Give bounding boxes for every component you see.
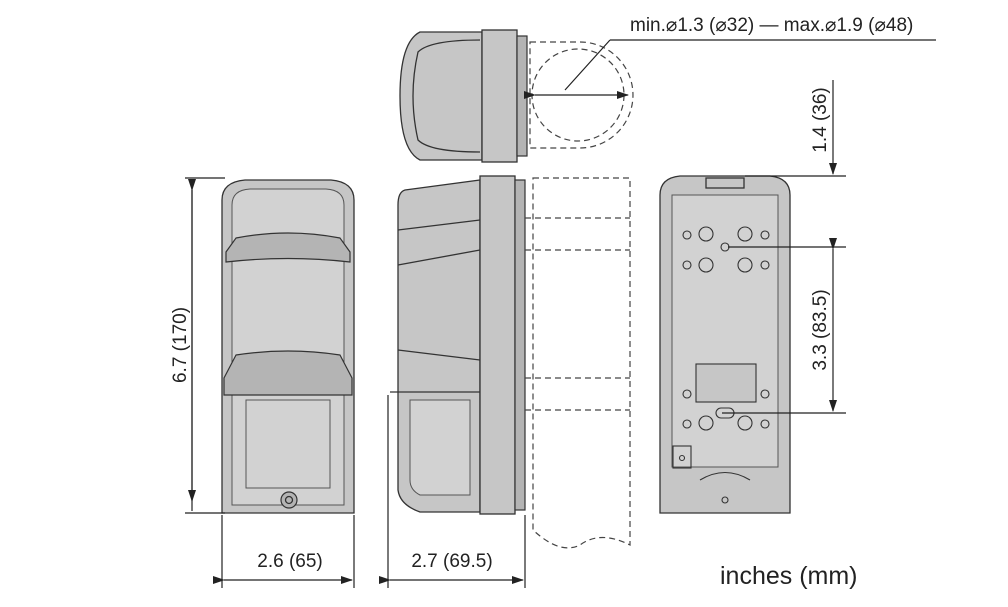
screw-icon (280, 491, 298, 509)
width-dimension: 2.6 (65) (213, 515, 355, 588)
hole-spacing-dimension: 3.3 (83.5) (722, 238, 846, 414)
height-dimension: 6.7 (170) (170, 177, 225, 514)
pole-diameter-label: min.⌀1.3 (⌀32) — max.⌀1.9 (⌀48) (630, 15, 913, 36)
depth-dimension: 2.7 (69.5) (379, 395, 526, 588)
top-view: min.⌀1.3 (⌀32) — max.⌀1.9 (⌀48) (399, 15, 936, 163)
top-offset-dimension: 1.4 (36) (745, 80, 846, 177)
back-view (659, 175, 791, 514)
units-label: inches (mm) (720, 562, 858, 590)
depth-label: 2.7 (69.5) (411, 551, 492, 572)
height-label: 6.7 (170) (170, 307, 191, 383)
front-view (221, 179, 355, 514)
hole-spacing-label: 3.3 (83.5) (810, 289, 831, 370)
side-view (390, 175, 631, 549)
width-label: 2.6 (65) (257, 551, 322, 572)
top-offset-label: 1.4 (36) (810, 87, 831, 152)
